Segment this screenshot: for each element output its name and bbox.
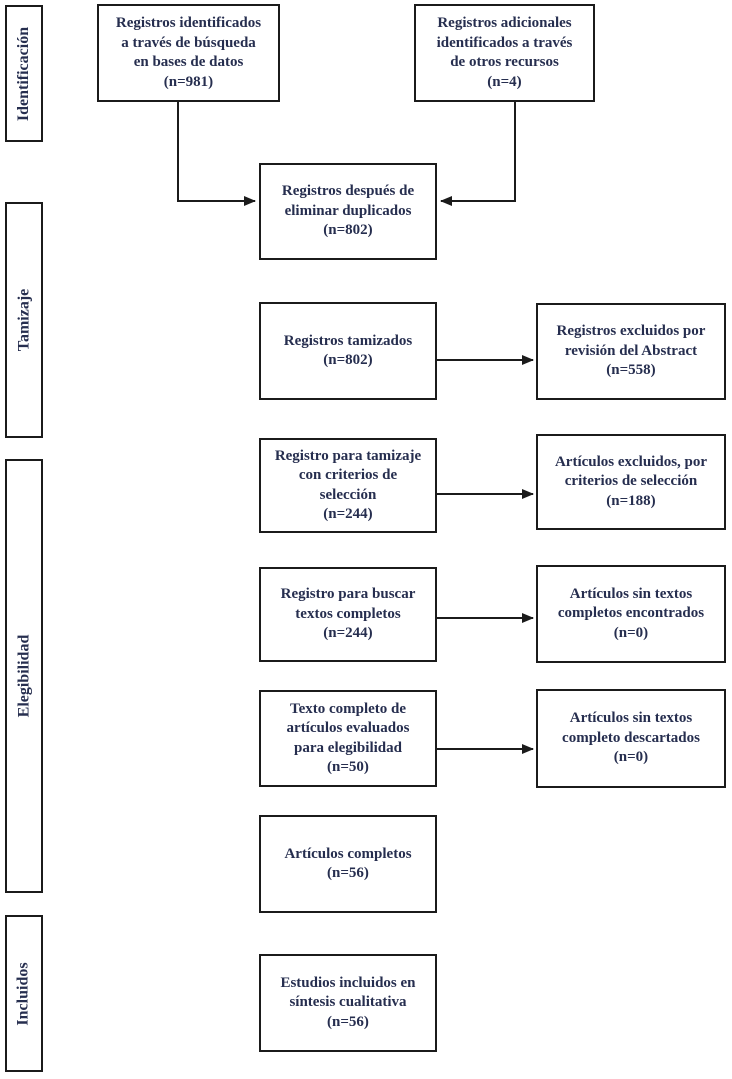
stage-label: Elegibilidad: [15, 634, 33, 718]
box-complete-articles: Artículos completos (n=56): [259, 815, 437, 913]
box-text-line: (n=244): [323, 625, 373, 642]
box-screened: Registros tamizados (n=802): [259, 302, 437, 400]
box-text-line: identificados a través: [436, 34, 573, 51]
box-text-line: (n=802): [323, 222, 373, 239]
stage-label: Incluidos: [15, 961, 33, 1026]
stage-identificacion: Identificación: [5, 5, 43, 142]
box-text-line: (n=188): [606, 492, 656, 509]
box-text-line: Registro para buscar: [280, 586, 416, 603]
box-text-line: (n=558): [606, 362, 656, 379]
box-text-line: Registros después de: [281, 183, 415, 200]
box-text-line: artículos evaluados: [286, 720, 410, 736]
box-text-line: Registros adicionales: [437, 15, 572, 31]
box-text-line: selección: [319, 486, 377, 503]
box-text-line: textos completos: [295, 605, 401, 622]
box-text-line: Estudios incluidos en: [280, 974, 416, 991]
box-fulltext-search: Registro para buscar textos completos (n…: [259, 567, 437, 662]
box-text-line: (n=50): [327, 759, 369, 775]
stage-label: Tamizaje: [15, 288, 33, 352]
stage-label: Identificación: [15, 26, 32, 121]
box-text-line: a través de búsqueda: [121, 34, 256, 51]
box-text-line: (n=56): [327, 865, 369, 881]
box-text-line: con criterios de: [298, 467, 398, 483]
box-text-line: eliminar duplicados: [284, 202, 412, 219]
box-text-line: Artículos excluidos, por: [554, 453, 708, 470]
box-text-line: síntesis cualitativa: [289, 994, 407, 1011]
box-text-line: Artículos sin textos: [569, 585, 693, 602]
box-text-line: criterios de selección: [564, 473, 698, 490]
box-included-studies: Estudios incluidos en síntesis cualitati…: [259, 954, 437, 1052]
box-text-line: en bases de datos: [133, 54, 244, 70]
box-identified-other: Registros adicionales identificados a tr…: [414, 4, 595, 102]
box-excluded-criteria: Artículos excluidos, por criterios de se…: [536, 434, 726, 530]
box-text-line: Registros tamizados: [283, 332, 413, 349]
arrow-identified-other-to-duplicates: [440, 102, 516, 206]
box-fulltext-discarded: Artículos sin textos completo descartado…: [536, 689, 726, 788]
box-screening-criteria: Registro para tamizaje con criterios de …: [259, 438, 437, 533]
box-text-line: Artículos sin textos: [569, 710, 693, 727]
box-text-line: (n=981): [163, 73, 214, 90]
box-after-duplicates: Registros después de eliminar duplicados…: [259, 163, 437, 260]
stage-elegibilidad: Elegibilidad: [5, 459, 43, 893]
stage-tamizaje: Tamizaje: [5, 202, 43, 438]
box-text-line: (n=56): [327, 1013, 369, 1030]
arrow-identified-db-to-duplicates: [177, 102, 256, 206]
box-text-line: Texto completo de: [289, 700, 407, 717]
box-text-line: (n=802): [323, 352, 373, 368]
box-text-line: Artículos completos: [284, 845, 412, 862]
box-text-line: Registro para tamizaje: [274, 447, 422, 464]
box-text-line: (n=0): [613, 749, 649, 766]
box-fulltext-notfound: Artículos sin textos completos encontrad…: [536, 565, 726, 663]
box-identified-db: Registros identificados a través de búsq…: [97, 4, 280, 102]
box-fulltext-assessed: Texto completo de artículos evaluados pa…: [259, 690, 437, 787]
box-excluded-abstract: Registros excluidos por revisión del Abs…: [536, 303, 726, 400]
box-text-line: Registros identificados: [115, 15, 262, 31]
box-text-line: completo descartados: [562, 729, 700, 746]
stage-incluidos: Incluidos: [5, 915, 43, 1072]
box-text-line: completos encontrados: [557, 605, 705, 622]
box-text-line: (n=4): [487, 73, 522, 90]
box-text-line: Registros excluidos por: [556, 323, 706, 340]
box-text-line: (n=244): [323, 506, 373, 522]
box-text-line: revisión del Abstract: [564, 342, 698, 359]
box-text-line: de otros recursos: [450, 54, 559, 70]
box-text-line: (n=0): [613, 624, 649, 641]
box-text-line: para elegibilidad: [294, 739, 402, 756]
